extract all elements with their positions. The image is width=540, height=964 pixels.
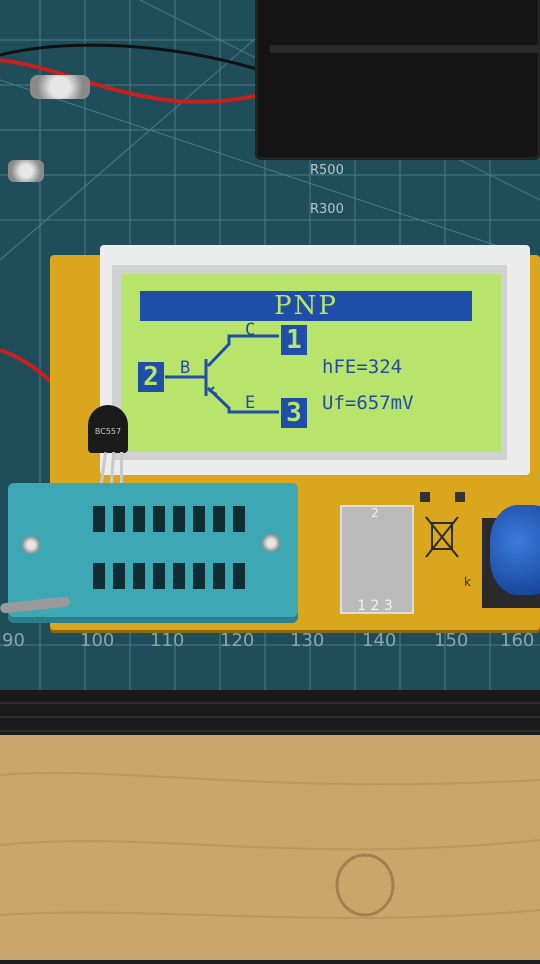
pin-base-number: 2 [138, 362, 164, 392]
led-pad [455, 492, 465, 502]
pin-emitter-label: E [245, 393, 256, 413]
socket-screw [22, 536, 40, 554]
wood-grain [0, 771, 540, 920]
mat-label-r500: R500 [310, 163, 344, 178]
pin-collector-label: C [245, 320, 256, 340]
ruler-number: 140 [362, 630, 397, 651]
ruler-number: 160 [500, 630, 535, 651]
transistor-component [88, 405, 128, 453]
ruler-number: 150 [434, 630, 469, 651]
uf-readout: Uf=657mV [322, 392, 414, 414]
knob-label: k [464, 575, 471, 589]
lcd-title: PNP [274, 291, 338, 321]
pin-collector-number: 1 [281, 325, 307, 355]
pad-label-bottom: 1 2 3 [357, 598, 393, 614]
socket-screw [262, 534, 280, 552]
ruler-number: 130 [290, 630, 325, 651]
mat-label-r300: R300 [310, 202, 344, 217]
ruler-number: 110 [150, 630, 185, 651]
lcd-title-bar [140, 291, 472, 321]
transistor-symbol [165, 334, 279, 414]
pin-emitter-number: 3 [281, 398, 307, 428]
hfe-readout: hFE=324 [322, 356, 403, 378]
loose-screw [30, 75, 90, 99]
pad-label-top: 2 [371, 506, 379, 520]
smd-test-pad [340, 505, 414, 614]
pin-base-label: B [180, 358, 191, 378]
test-button-knob[interactable] [490, 505, 540, 595]
wooden-surface [0, 735, 540, 960]
led-pad [420, 492, 430, 502]
battery-pack [255, 0, 540, 160]
weee-bin-icon [425, 516, 459, 558]
transistor-marking: BC557 [94, 427, 122, 436]
ruler-number: 100 [80, 630, 115, 651]
loose-screw [8, 160, 44, 182]
ruler-number: 120 [220, 630, 255, 651]
ruler-number: 90 [2, 630, 25, 651]
